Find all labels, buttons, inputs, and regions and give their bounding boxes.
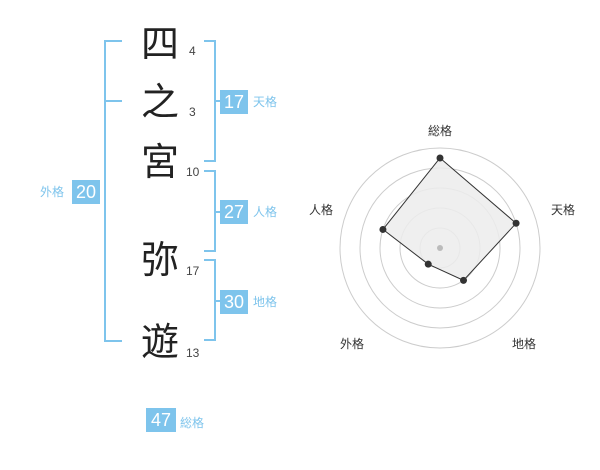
- gaikaku-score: 20: [72, 180, 100, 204]
- chikaku-label: 地格: [253, 295, 278, 309]
- radar-point-4: [424, 260, 432, 268]
- chikaku-connector: [214, 300, 222, 302]
- jinkaku-label: 人格: [253, 205, 278, 219]
- tenkaku-connector: [214, 100, 222, 102]
- tenkaku-score: 17: [220, 90, 248, 114]
- soukaku-score: 47: [146, 408, 176, 432]
- radar-axis-label-tenkaku: 天格: [551, 203, 576, 217]
- radar-point-1: [436, 154, 444, 162]
- stroke-count-3: 10: [186, 165, 200, 179]
- name-char-3: 宮: [140, 140, 179, 184]
- radar-series-polygon: [382, 157, 517, 281]
- gaikaku-label: 外格: [40, 185, 65, 199]
- stroke-count-4: 17: [186, 264, 200, 278]
- gaikaku-bracket: [104, 40, 122, 342]
- tenkaku-label: 天格: [253, 95, 278, 109]
- radar-point-2: [512, 219, 520, 227]
- stroke-count-1: 4: [189, 44, 196, 58]
- radar-point-5: [379, 225, 387, 233]
- name-char-5: 遊: [140, 320, 179, 364]
- radar-axis-label-soukaku: 総格: [428, 124, 453, 138]
- soukaku-label: 総格: [180, 416, 205, 430]
- stroke-count-2: 3: [189, 105, 196, 119]
- radar-axis-label-gaikaku: 外格: [340, 337, 365, 351]
- radar-axis-label-jinkaku: 人格: [309, 203, 334, 217]
- radar-center-dot: [437, 245, 443, 251]
- chikaku-score: 30: [220, 290, 248, 314]
- radar-ring: [339, 147, 541, 349]
- radar-axis-label-chikaku: 地格: [512, 337, 537, 351]
- radar-chart: [339, 147, 541, 349]
- jinkaku-connector: [214, 211, 222, 213]
- name-char-2: 之: [140, 80, 179, 124]
- jinkaku-score: 27: [220, 200, 248, 224]
- gaikaku-bracket-mid: [104, 100, 122, 102]
- name-char-4: 弥: [140, 238, 179, 282]
- radar-point-3: [460, 276, 468, 284]
- name-char-1: 四: [140, 22, 179, 66]
- stroke-count-5: 13: [186, 346, 200, 360]
